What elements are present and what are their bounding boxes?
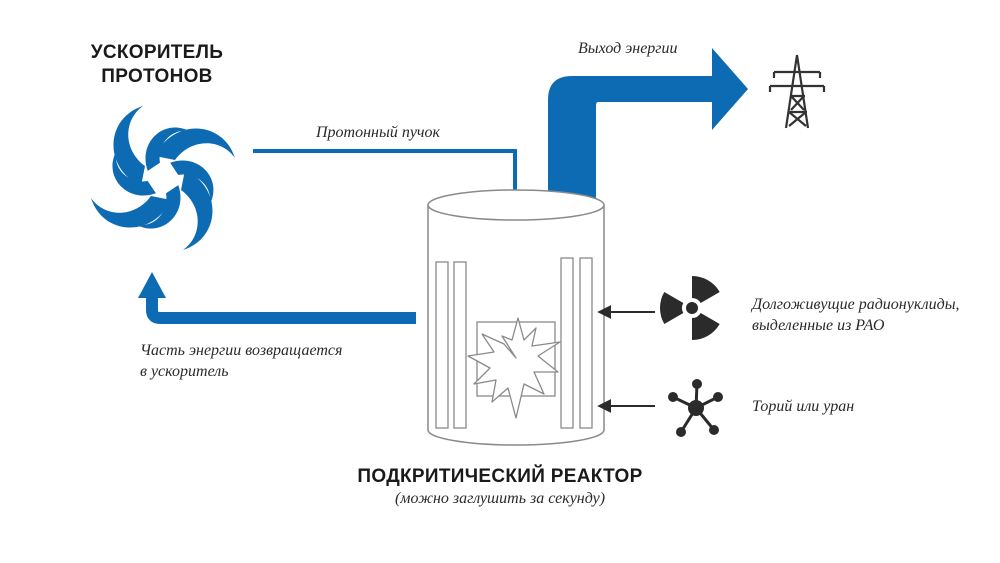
- accelerator-title: УСКОРИТЕЛЬ ПРОТОНОВ: [72, 41, 242, 89]
- energy-return-label-line1: Часть энергии возвращается: [140, 342, 343, 359]
- reactor-subtitle: (можно заглушить за секунду): [394, 490, 606, 507]
- radionuclides-label: Долгоживущие радионуклиды, выделенные из…: [752, 294, 992, 336]
- energy-output-label: Выход энергии: [578, 40, 678, 57]
- fuel-rod: [579, 257, 593, 429]
- fuel-rod: [560, 257, 574, 429]
- accelerator-title-line2: ПРОТОНОВ: [101, 66, 213, 87]
- radionuclides-label-line1: Долгоживущие радионуклиды,: [752, 296, 960, 313]
- molecule-icon: [668, 379, 723, 437]
- reactor-vessel: [427, 189, 605, 446]
- reactor-title: ПОДКРИТИЧЕСКИЙ РЕАКТОР: [357, 466, 643, 487]
- radiation-icon: [660, 276, 720, 340]
- swirl-icon: [91, 106, 235, 250]
- spallation-burst: [467, 317, 561, 419]
- energy-return-label-line2: в ускоритель: [140, 363, 229, 380]
- accelerator-title-line1: УСКОРИТЕЛЬ: [90, 42, 224, 63]
- radionuclides-label-line2: выделенные из РАО: [752, 317, 885, 334]
- fuel-label: Торий или уран: [752, 398, 855, 415]
- energy-return-arrowhead: [138, 272, 166, 298]
- energy-return-arrow: [146, 296, 416, 324]
- energy-return-label: Часть энергии возвращается в ускоритель: [140, 340, 380, 382]
- proton-beam-label: Протонный пучок: [316, 124, 441, 141]
- energy-output-arrow: [548, 48, 748, 222]
- fuel-rod: [435, 261, 449, 429]
- power-pylon-icon: [768, 54, 826, 129]
- fuel-rod: [453, 261, 467, 429]
